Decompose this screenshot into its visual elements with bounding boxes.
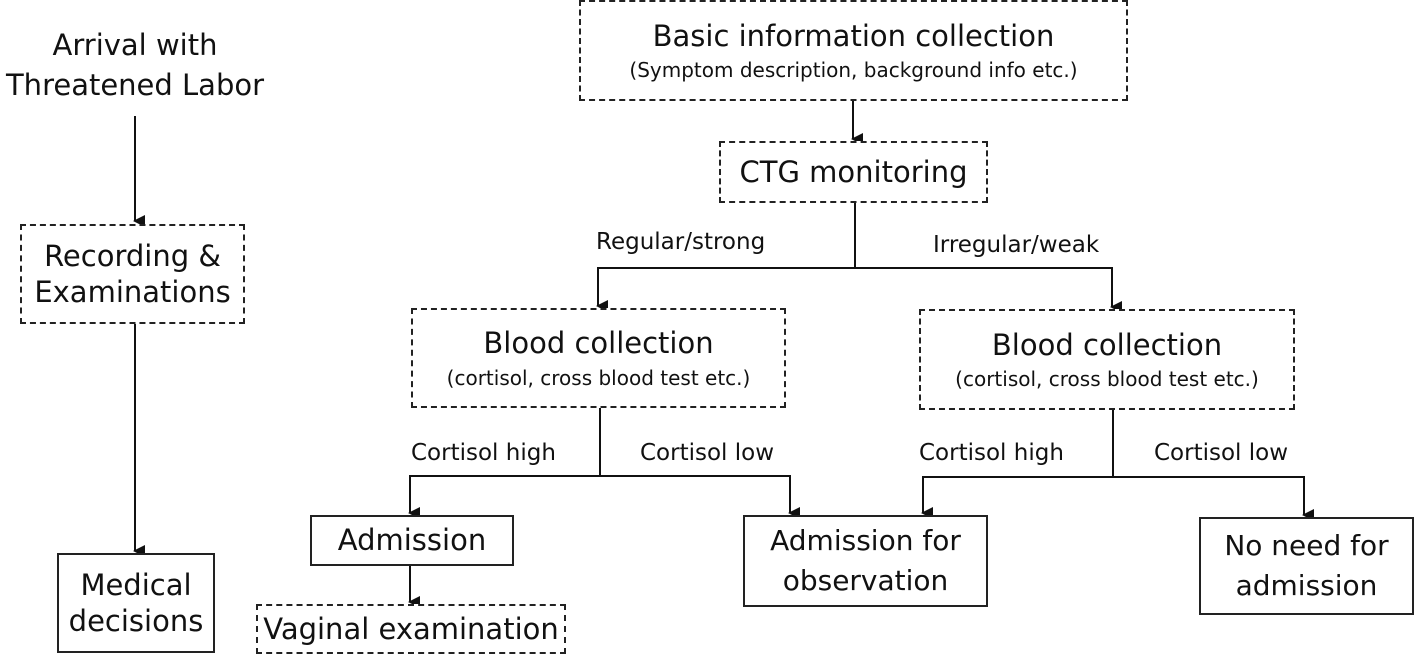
arrival-line-2: Threatened Labor [5,68,265,102]
observation-line-1: Admission for [770,524,961,557]
right-low-label: Cortisol low [1154,440,1289,466]
observation-line-2: observation [782,564,949,597]
decisions-line-2: decisions [68,604,204,638]
blood-right-subtitle: (cortisol, cross blood test etc.) [955,367,1259,392]
arrival-text: Arrival with Threatened Labor [0,25,270,105]
arrow-left-to-observation [600,475,800,519]
arrow-to-no-need [1113,476,1314,521]
blood-left-box: Blood collection (cortisol, cross blood … [411,308,786,408]
recording-line-1: Recording & [44,238,221,273]
admission-box: Admission [310,515,514,566]
admission-label: Admission [337,523,487,558]
observation-box: Admission for observation [743,515,988,607]
arrow-ctg-to-blood-right [855,267,1122,313]
no-need-line-2: admission [1235,569,1378,602]
blood-right-title: Blood collection [991,327,1223,362]
vaginal-box: Vaginal examination [256,604,566,654]
right-high-label: Cortisol high [919,440,1064,466]
recording-line-2: Examinations [34,275,231,309]
ctg-box: CTG monitoring [719,141,988,203]
arrival-line-1: Arrival with [52,28,218,62]
decisions-line-1: Medical [80,567,192,602]
blood-right-box: Blood collection (cortisol, cross blood … [919,309,1295,410]
left-low-label: Cortisol low [640,440,775,466]
blood-left-title: Blood collection [483,326,714,361]
arrow-to-admission [408,475,600,519]
arrow-right-to-observation [921,476,1113,519]
basic-info-box: Basic information collection (Symptom de… [579,0,1128,101]
no-need-box: No need for admission [1199,517,1414,615]
no-need-line-1: No need for [1224,529,1389,562]
ctg-label: CTG monitoring [739,154,968,189]
left-high-label: Cortisol high [411,440,556,466]
decisions-box: Medical decisions [57,553,215,653]
arrow-ctg-to-blood-left [596,267,855,312]
branch-left-label: Regular/strong [596,229,766,255]
basic-info-title: Basic information collection [652,18,1055,53]
branch-right-label: Irregular/weak [933,232,1100,258]
vaginal-label: Vaginal examination [263,611,559,646]
recording-box: Recording & Examinations [20,224,245,324]
basic-info-subtitle: (Symptom description, background info et… [629,58,1078,83]
blood-left-subtitle: (cortisol, cross blood test etc.) [446,365,751,390]
